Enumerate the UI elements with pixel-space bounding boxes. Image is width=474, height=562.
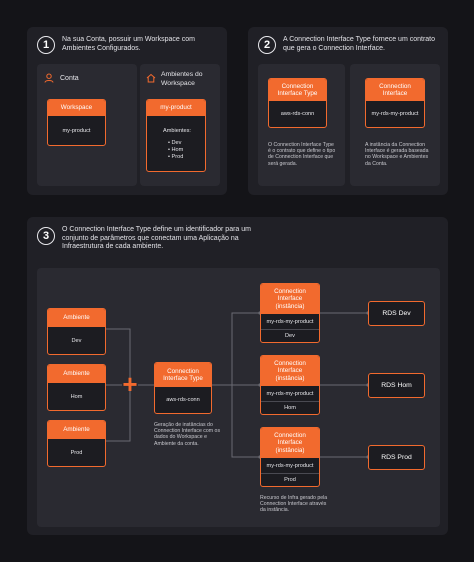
env-box: my-product Ambientes: • Dev • Hom • Prod xyxy=(146,99,206,172)
step2-number: 2 xyxy=(258,36,276,54)
ambientes-label: Ambientes do Workspace xyxy=(161,71,203,87)
env-list-item: • Dev xyxy=(168,140,182,146)
instance-header: Connection Interface (instância) xyxy=(261,428,319,458)
rds-dev-box: RDS Dev xyxy=(368,301,425,326)
plus-icon: + xyxy=(122,369,138,399)
ambiente-value: Dev xyxy=(71,337,82,344)
step3-text: O Connection Interface Type define um id… xyxy=(62,226,251,250)
env-title: Ambientes: xyxy=(163,128,191,134)
panel2-ci-box: Connection Interface my-rds-my-product xyxy=(365,78,425,128)
workspace-header: Workspace xyxy=(48,100,105,116)
step3-number: 3 xyxy=(37,227,55,245)
env-header: my-product xyxy=(147,100,205,116)
panel3-cit-note: Geração de instâncias do Connection Inte… xyxy=(154,422,221,447)
env-list-item: • Hom xyxy=(168,147,184,153)
panel2-cit-value: aws-rds-conn xyxy=(280,110,315,117)
instance-value: my-rds-my-product xyxy=(266,390,314,397)
instance-value: my-rds-my-product xyxy=(266,318,314,325)
ambiente-header: Ambiente xyxy=(48,421,105,439)
env-list-dev: Dev xyxy=(171,140,182,146)
ambiente-value: Hom xyxy=(70,393,83,400)
step1-text: Na sua Conta, possuir um Workspace com A… xyxy=(62,36,195,52)
env-list-hom: Hom xyxy=(171,147,184,153)
instance-box-dev: Connection Interface (instância) my-rds-… xyxy=(260,283,320,343)
panel2-cit-note: O Connection Interface Type é o contrato… xyxy=(268,142,336,167)
panel2-ci-note: A instância da Connection Interface é ge… xyxy=(365,142,429,167)
instance-value: my-rds-my-product xyxy=(266,462,314,469)
instance-env: Prod xyxy=(261,473,319,485)
ambiente-box-dev: Ambiente Dev xyxy=(47,308,106,355)
ambiente-header: Ambiente xyxy=(48,365,105,383)
panel2-cit-header: Connection Interface Type xyxy=(269,79,326,101)
panel3-cit-value: aws-rds-conn xyxy=(166,396,200,403)
conta-label: Conta xyxy=(60,75,79,82)
instance-env: Dev xyxy=(261,329,319,341)
rds-prod-box: RDS Prod xyxy=(368,445,425,470)
step2-text: A Connection Interface Type fornece um c… xyxy=(283,36,436,52)
instances-note: Recurso de Infra gerado pela Connection … xyxy=(260,495,328,514)
panel2-cit-box: Connection Interface Type aws-rds-conn xyxy=(268,78,327,128)
instance-box-hom: Connection Interface (instância) my-rds-… xyxy=(260,355,320,415)
ambiente-box-prod: Ambiente Prod xyxy=(47,420,106,467)
instance-header: Connection Interface (instância) xyxy=(261,284,319,314)
ambiente-box-hom: Ambiente Hom xyxy=(47,364,106,411)
env-list-prod: Prod xyxy=(171,154,184,160)
panel3-cit-header: Connection Interface Type xyxy=(155,363,211,387)
workspace-box: Workspace my-product xyxy=(47,99,106,146)
step1-number: 1 xyxy=(37,36,55,54)
ambiente-header: Ambiente xyxy=(48,309,105,327)
instance-header: Connection Interface (instância) xyxy=(261,356,319,386)
env-list-item: • Prod xyxy=(168,154,184,160)
user-icon xyxy=(44,73,54,83)
panel2-ci-value: my-rds-my-product xyxy=(371,110,419,117)
home-icon xyxy=(146,73,156,83)
instance-env: Hom xyxy=(261,401,319,413)
ambiente-value: Prod xyxy=(70,449,83,456)
panel3-cit-box: Connection Interface Type aws-rds-conn xyxy=(154,362,212,414)
workspace-value: my-product xyxy=(62,127,91,134)
panel2-ci-header: Connection Interface xyxy=(366,79,424,101)
instance-box-prod: Connection Interface (instância) my-rds-… xyxy=(260,427,320,487)
rds-hom-box: RDS Hom xyxy=(368,373,425,398)
